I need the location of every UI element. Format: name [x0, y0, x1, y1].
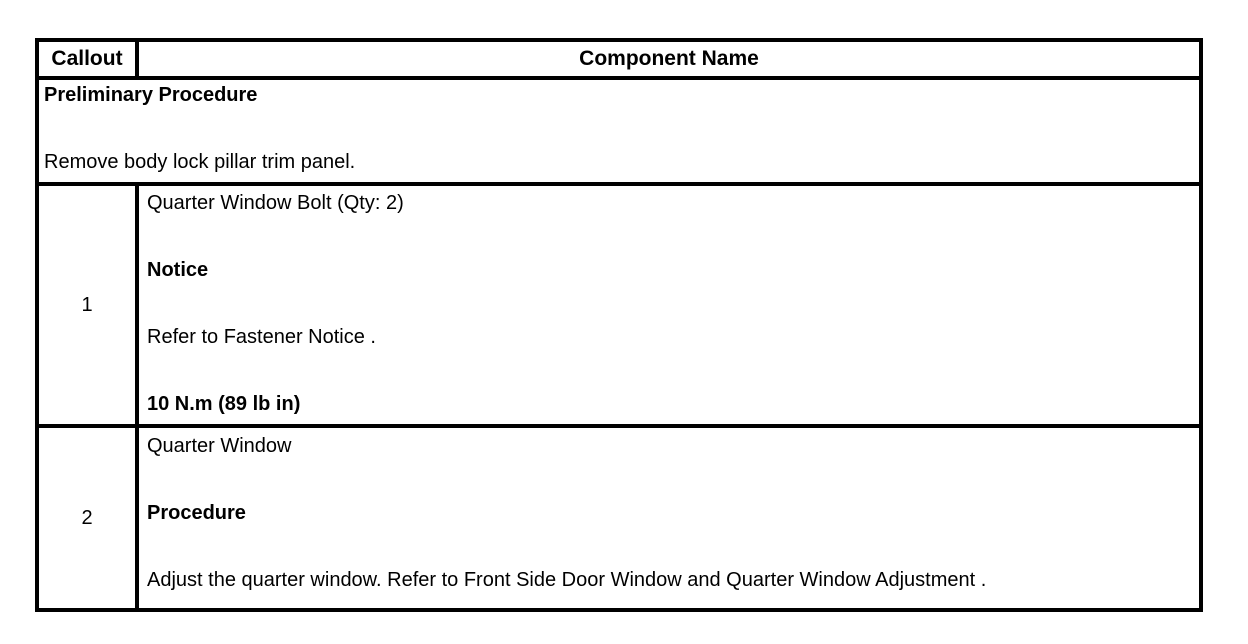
preliminary-procedure-title: Preliminary Procedure: [44, 84, 258, 106]
component-name-header: Component Name: [135, 38, 1203, 80]
preliminary-instruction: Remove body lock pillar trim panel.: [44, 151, 356, 173]
table-row-callout-2: 2 Quarter Window Procedure Adjust the qu…: [35, 424, 1203, 612]
table-row-callout-1: 1 Quarter Window Bolt (Qty: 2) Notice Re…: [35, 182, 1203, 428]
procedure-heading: Procedure: [147, 502, 246, 524]
component-name-line: Quarter Window Bolt (Qty: 2): [147, 192, 404, 214]
callout-number: 2: [35, 424, 139, 612]
component-callout-table: Callout Component Name Preliminary Proce…: [35, 38, 1203, 612]
header-row: Callout Component Name: [35, 38, 1203, 80]
torque-spec-line: 10 N.m (89 lb in): [147, 393, 301, 415]
component-description-cell: Quarter Window Bolt (Qty: 2) Notice Refe…: [135, 182, 1203, 428]
procedure-instruction-line: Adjust the quarter window. Refer to Fron…: [147, 569, 987, 591]
component-name-line: Quarter Window: [147, 435, 292, 457]
notice-reference-line: Refer to Fastener Notice .: [147, 326, 376, 348]
component-description-cell: Quarter Window Procedure Adjust the quar…: [135, 424, 1203, 612]
preliminary-procedure-cell: Preliminary Procedure Remove body lock p…: [35, 76, 1203, 186]
notice-heading: Notice: [147, 259, 209, 281]
preliminary-procedure-row: Preliminary Procedure Remove body lock p…: [35, 76, 1203, 186]
callout-number: 1: [35, 182, 139, 428]
callout-column-header: Callout: [35, 38, 139, 80]
